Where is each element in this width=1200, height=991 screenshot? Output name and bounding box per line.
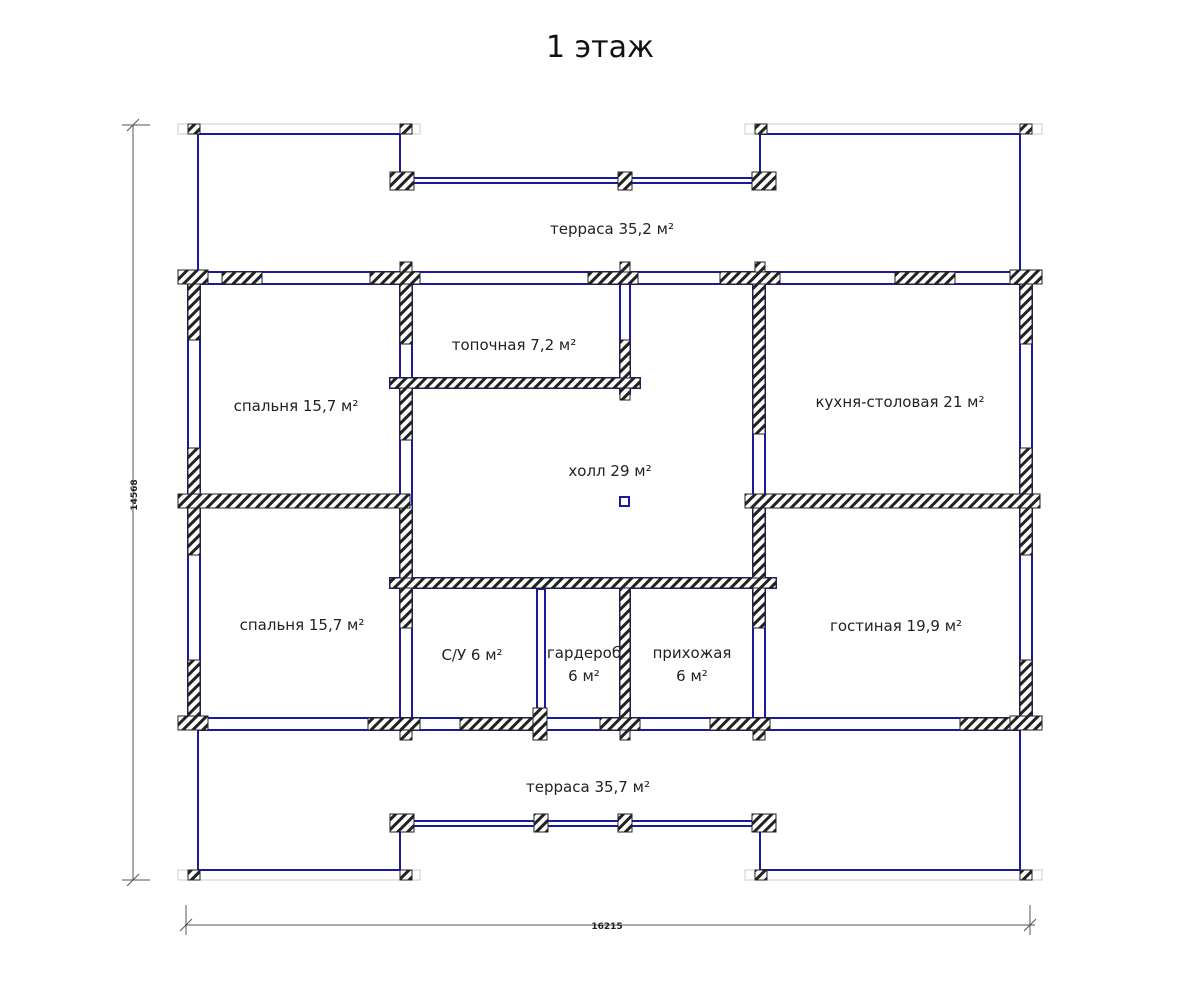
- room-hall: холл 29 м²: [568, 462, 651, 480]
- room-bedroom-2: спальня 15,7 м²: [240, 616, 365, 634]
- room-living: гостиная 19,9 м²: [830, 617, 962, 635]
- room-entrance: прихожая: [653, 644, 732, 662]
- log-hatches: [177, 123, 1043, 881]
- room-furnace: топочная 7,2 м²: [452, 336, 577, 354]
- room-terrace-bottom: терраса 35,7 м²: [526, 778, 650, 796]
- width-dimension: 16215: [591, 922, 622, 932]
- height-dimension: 14568: [130, 479, 140, 510]
- room-wardrobe: гардероб: [547, 644, 621, 662]
- room-entrance-area: 6 м²: [676, 667, 708, 685]
- room-kitchen: кухня-столовая 21 м²: [816, 393, 985, 411]
- room-bedroom-1: спальня 15,7 м²: [234, 397, 359, 415]
- room-bathroom: С/У 6 м²: [441, 646, 502, 664]
- dimension-lines: [122, 118, 1037, 935]
- room-labels: терраса 35,2 м² топочная 7,2 м² спальня …: [234, 220, 985, 796]
- room-terrace-top: терраса 35,2 м²: [550, 220, 674, 238]
- page-title: 1 этаж: [546, 30, 654, 65]
- room-wardrobe-area: 6 м²: [568, 667, 600, 685]
